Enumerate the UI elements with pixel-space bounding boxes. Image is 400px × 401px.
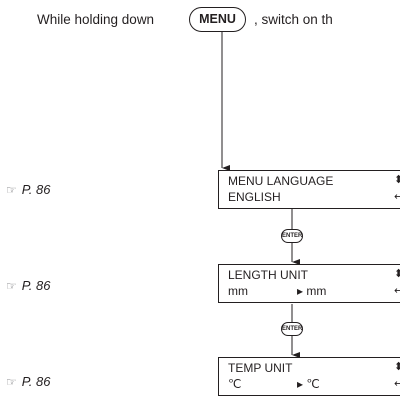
- enter-key: ENTER: [281, 322, 303, 336]
- lcd-line1: LENGTH UNIT: [228, 268, 309, 282]
- page-reference-1: ☞P. 86: [6, 182, 51, 197]
- pointing-hand-icon: ☞: [6, 183, 17, 197]
- pointing-hand-icon: ☞: [6, 375, 17, 389]
- lcd-line2-value: ENGLISH: [228, 190, 281, 204]
- lcd-line2-selection: ▸ mm: [297, 284, 327, 298]
- up-down-icon: ⬍: [394, 361, 400, 373]
- lcd-display-menu-language: MENU LANGUAGE ENGLISH ⬍ ↵: [218, 170, 400, 209]
- menu-key: MENU: [189, 7, 246, 32]
- lcd-line1: MENU LANGUAGE: [228, 174, 334, 188]
- up-down-icon: ⬍: [394, 174, 400, 186]
- lcd-display-length-unit: LENGTH UNIT mm ▸ mm ⬍ ↵: [218, 264, 400, 303]
- page-reference-3: ☞P. 86: [6, 374, 51, 389]
- return-icon: ↵: [394, 191, 400, 203]
- pointing-hand-icon: ☞: [6, 279, 17, 293]
- lcd-line2-current: mm: [228, 284, 248, 298]
- lcd-line1: TEMP UNIT: [228, 361, 293, 375]
- lcd-line2-current: ℃: [228, 377, 242, 391]
- instruction-text: While holding down: [37, 12, 155, 27]
- page-reference-2: ☞P. 86: [6, 278, 51, 293]
- up-down-icon: ⬍: [394, 268, 400, 280]
- lcd-line2-selection: ▸ ℃: [297, 377, 320, 391]
- lcd-display-temp-unit: TEMP UNIT ℃ ▸ ℃ ⬍ ↵: [218, 357, 400, 396]
- instruction-text-continued: , switch on th: [254, 12, 333, 27]
- return-icon: ↵: [394, 378, 400, 390]
- return-icon: ↵: [394, 285, 400, 297]
- enter-key: ENTER: [281, 229, 303, 243]
